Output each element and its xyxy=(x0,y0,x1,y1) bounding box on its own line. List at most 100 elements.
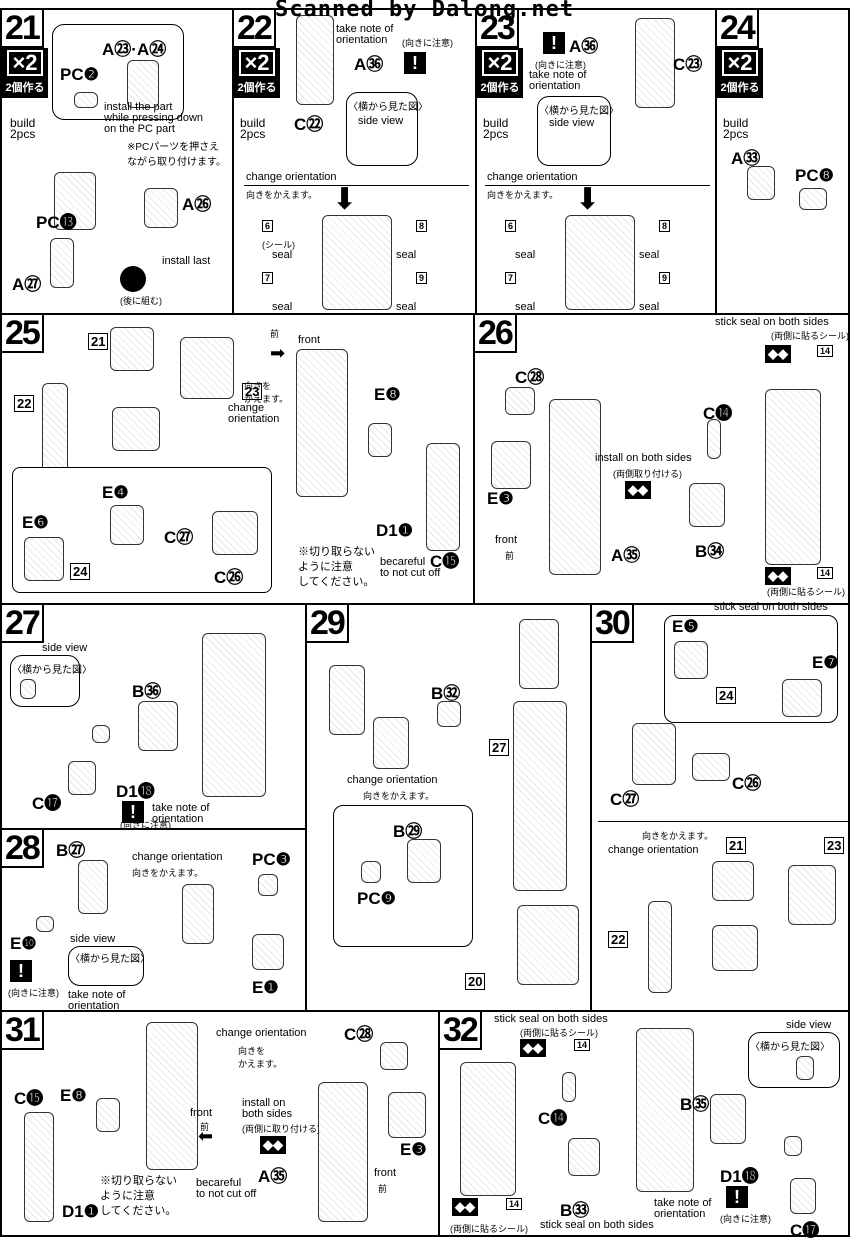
seal-label: seal xyxy=(515,301,536,313)
part-illustration xyxy=(632,723,676,785)
side-view-label: side view xyxy=(70,933,116,945)
instruction-text-jp: (後に組む) xyxy=(120,296,162,306)
part-illustration xyxy=(146,1022,198,1170)
side-view-label-jp: 〈横から見た図〉 xyxy=(539,106,619,117)
instruction-text: take note of orientation xyxy=(152,802,210,825)
part-illustration xyxy=(258,874,278,896)
step-number: 26 xyxy=(475,315,517,353)
part-illustration xyxy=(212,511,258,555)
instruction-text-jp: 向きをかえます。 xyxy=(363,791,435,801)
instruction-text-jp: (向きに注意) xyxy=(8,988,59,998)
part-illustration xyxy=(460,1062,516,1196)
install-last-icon xyxy=(120,266,146,292)
part-label: C㉖ xyxy=(732,774,762,793)
both-sides-icon: ◆◆ xyxy=(625,481,651,499)
build-2pcs-label: build 2pcs xyxy=(483,116,509,141)
step-28: 28 B㉗ change orientation 向きをかえます。 PC❸ si… xyxy=(0,828,307,1012)
arrow-down-icon: ⬇ xyxy=(332,183,358,216)
part-label: D1⓲ xyxy=(720,1167,759,1186)
part-illustration xyxy=(513,701,567,891)
front-label-jp: 前 xyxy=(505,551,515,561)
part-label: E❶ xyxy=(252,978,279,997)
seal-number: 14 xyxy=(574,1039,591,1051)
part-illustration xyxy=(110,505,144,545)
part-illustration xyxy=(505,387,535,415)
part-illustration xyxy=(78,860,108,914)
step-number: 31 xyxy=(2,1012,44,1050)
seal-number: 7 xyxy=(262,272,274,284)
part-illustration xyxy=(202,633,266,797)
part-illustration xyxy=(636,1028,694,1192)
part-illustration xyxy=(689,483,725,527)
step-25: 25 21 23 22 E❹ E❻ 24 C㉗ C㉖ 前 front ➡ 向きを… xyxy=(0,313,475,605)
seal-label: seal xyxy=(272,249,293,261)
side-view-label: side view xyxy=(358,115,404,127)
step-31: 31 C⓯ E❽ D1❶ ※切り取らない ように注意 してください。 becar… xyxy=(0,1010,440,1237)
side-view-label-jp: 〈横から見た図〉 xyxy=(348,102,428,113)
part-illustration xyxy=(252,934,284,970)
part-label: PC❽ xyxy=(795,166,834,185)
both-sides-icon: ◆◆ xyxy=(520,1039,546,1057)
front-label-jp: 前 xyxy=(270,329,280,339)
part-label: D1❶ xyxy=(62,1202,99,1221)
front-label-jp: 前 xyxy=(200,1122,210,1132)
instruction-text-jp: 向きを かえます。 xyxy=(238,1046,283,1069)
step-number: 32 xyxy=(440,1012,482,1050)
side-view-bubble xyxy=(346,92,418,166)
seal-instruction: stick seal on both sides xyxy=(715,316,829,328)
front-arrow-icon: ⬅ xyxy=(198,1126,214,1146)
build-2pcs-label: build 2pcs xyxy=(10,116,36,141)
part-label: PC⓭ xyxy=(36,213,77,232)
instruction-text: change orientation xyxy=(246,171,337,183)
reference-step: 24 xyxy=(716,687,737,704)
seal-label: seal xyxy=(272,301,293,313)
instruction-text: take note of orientation xyxy=(529,69,587,92)
part-illustration xyxy=(437,701,461,727)
seal-number: 9 xyxy=(659,272,671,284)
seal-label: seal xyxy=(396,249,417,261)
part-illustration xyxy=(788,865,836,925)
part-illustration xyxy=(519,619,559,689)
seal-number: 14 xyxy=(506,1198,523,1210)
part-label: C㉘ xyxy=(515,368,545,387)
part-illustration xyxy=(42,383,68,475)
both-sides-icon: ◆◆ xyxy=(765,345,791,363)
side-view-label-jp: 〈横から見た図〉 xyxy=(750,1042,830,1053)
part-label: E❽ xyxy=(374,385,401,404)
part-illustration xyxy=(110,327,154,371)
part-label: B㉝ xyxy=(560,1201,590,1220)
instruction-text-jp: 向きをかえます。 xyxy=(487,190,559,200)
part-illustration xyxy=(712,861,754,901)
part-illustration xyxy=(24,1112,54,1222)
divider xyxy=(244,185,469,186)
part-illustration xyxy=(96,1098,120,1132)
instruction-text: change orientation xyxy=(608,844,699,856)
step-number: 25 xyxy=(2,315,44,353)
instruction-text: install the part while pressing down on … xyxy=(104,101,204,135)
caution-text-jp: ※切り取らない ように注意 してください。 xyxy=(298,546,375,588)
step-number: 21 xyxy=(2,10,44,48)
part-label: E❻ xyxy=(22,513,49,532)
step-27: 27 side view 〈横から見た図〉 B㊱ C⓱ D1⓲ ! take n… xyxy=(0,603,307,830)
part-illustration xyxy=(138,701,178,751)
reference-step: 21 xyxy=(88,333,109,350)
part-label: B㉜ xyxy=(431,684,461,703)
step-number: 22 xyxy=(234,10,276,48)
reference-step: 22 xyxy=(14,395,35,412)
part-illustration xyxy=(790,1178,816,1214)
instruction-text: change orientation xyxy=(228,402,280,425)
part-illustration xyxy=(24,537,64,581)
step-26: 26 stick seal on both sides (両側に貼るシール) ◆… xyxy=(473,313,850,605)
seal-label: seal xyxy=(639,301,660,313)
part-illustration xyxy=(296,15,334,105)
warning-icon: ! xyxy=(543,32,565,54)
instruction-text-jp: (向きに注意) xyxy=(720,1214,771,1224)
part-illustration xyxy=(784,1136,802,1156)
part-label: E❿ xyxy=(10,934,37,953)
instruction-text-jp: (向きに注意) xyxy=(120,820,171,830)
